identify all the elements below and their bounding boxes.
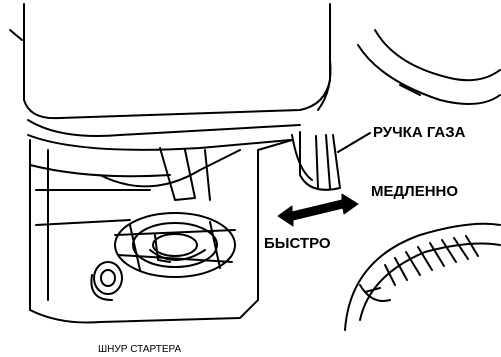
throttle-handle-label: РУЧКА ГАЗА	[373, 125, 465, 140]
inset-detail	[345, 224, 500, 330]
slow-label: МЕДЛЕННО	[371, 184, 458, 199]
direction-arrow	[278, 194, 358, 226]
starter-cord-label: ШНУР СТАРТЕРА	[98, 345, 181, 355]
starter-pulley	[115, 213, 235, 277]
tiller-detail	[358, 30, 500, 104]
engine-cowling	[10, 4, 331, 150]
starter-cord-grip	[91, 262, 122, 300]
throttle-callout-line	[338, 133, 370, 152]
throttle-handle	[258, 132, 340, 190]
fast-label: БЫСТРО	[264, 236, 331, 251]
